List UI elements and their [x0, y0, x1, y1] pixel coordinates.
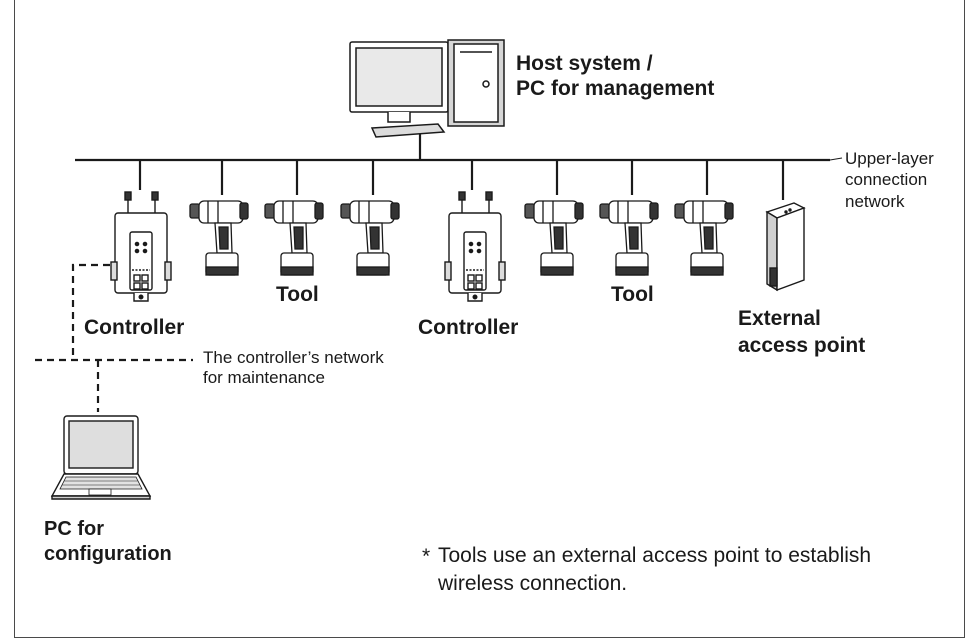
- maintenance-network-label: The controller’s network for maintenance: [203, 348, 384, 389]
- tool-label-right: Tool: [611, 283, 654, 306]
- upper-network-label: Upper-layer connection network: [845, 148, 934, 212]
- laptop-icon: [50, 415, 152, 500]
- pc-config-label-line1: PC for: [44, 518, 104, 540]
- footnote: Tools use an external access point to es…: [438, 542, 871, 599]
- tool-label-left: Tool: [276, 283, 319, 306]
- host-label: Host system / PC for management: [516, 52, 714, 102]
- pc-config-label-line2: configuration: [44, 543, 172, 565]
- controller-label-right: Controller: [418, 316, 519, 339]
- host-label-line1: Host system /: [516, 52, 653, 75]
- access-point-label-line1: External: [738, 307, 821, 330]
- maintenance-network-label-line1: The controller’s network: [203, 348, 384, 367]
- impact-driver-icon: [599, 200, 659, 276]
- access-point-label: External access point: [738, 305, 865, 360]
- impact-driver-icon: [674, 200, 734, 276]
- pc-config-label: PC for configuration: [44, 517, 172, 567]
- impact-driver-icon: [264, 200, 324, 276]
- network-diagram: *: [35, 39, 843, 568]
- controller-label-left: Controller: [84, 316, 185, 339]
- host-label-line2: PC for management: [516, 76, 715, 100]
- upper-network-label-line1: Upper-layer: [845, 149, 934, 168]
- maintenance-network: [35, 263, 193, 412]
- upper-network-leader: [829, 157, 843, 161]
- access-point-icon: [765, 202, 806, 292]
- maintenance-network-label-line2: for maintenance: [203, 368, 325, 388]
- upper-network-bus: [75, 125, 830, 200]
- upper-network-label-line3: network: [845, 191, 905, 211]
- impact-driver-icon: [189, 200, 249, 276]
- desktop-pc-icon: [349, 39, 505, 138]
- footnote-line1: Tools use an external access point to es…: [438, 544, 872, 567]
- impact-driver-icon: [524, 200, 584, 276]
- impact-driver-icon: [340, 200, 400, 276]
- controller-icon: [444, 191, 506, 302]
- upper-network-label-line2: connection: [845, 170, 928, 190]
- note-marker: *: [422, 545, 430, 568]
- controller-icon: [110, 191, 172, 302]
- access-point-label-line2: access point: [738, 334, 866, 358]
- footnote-line2: wireless connection.: [438, 572, 628, 596]
